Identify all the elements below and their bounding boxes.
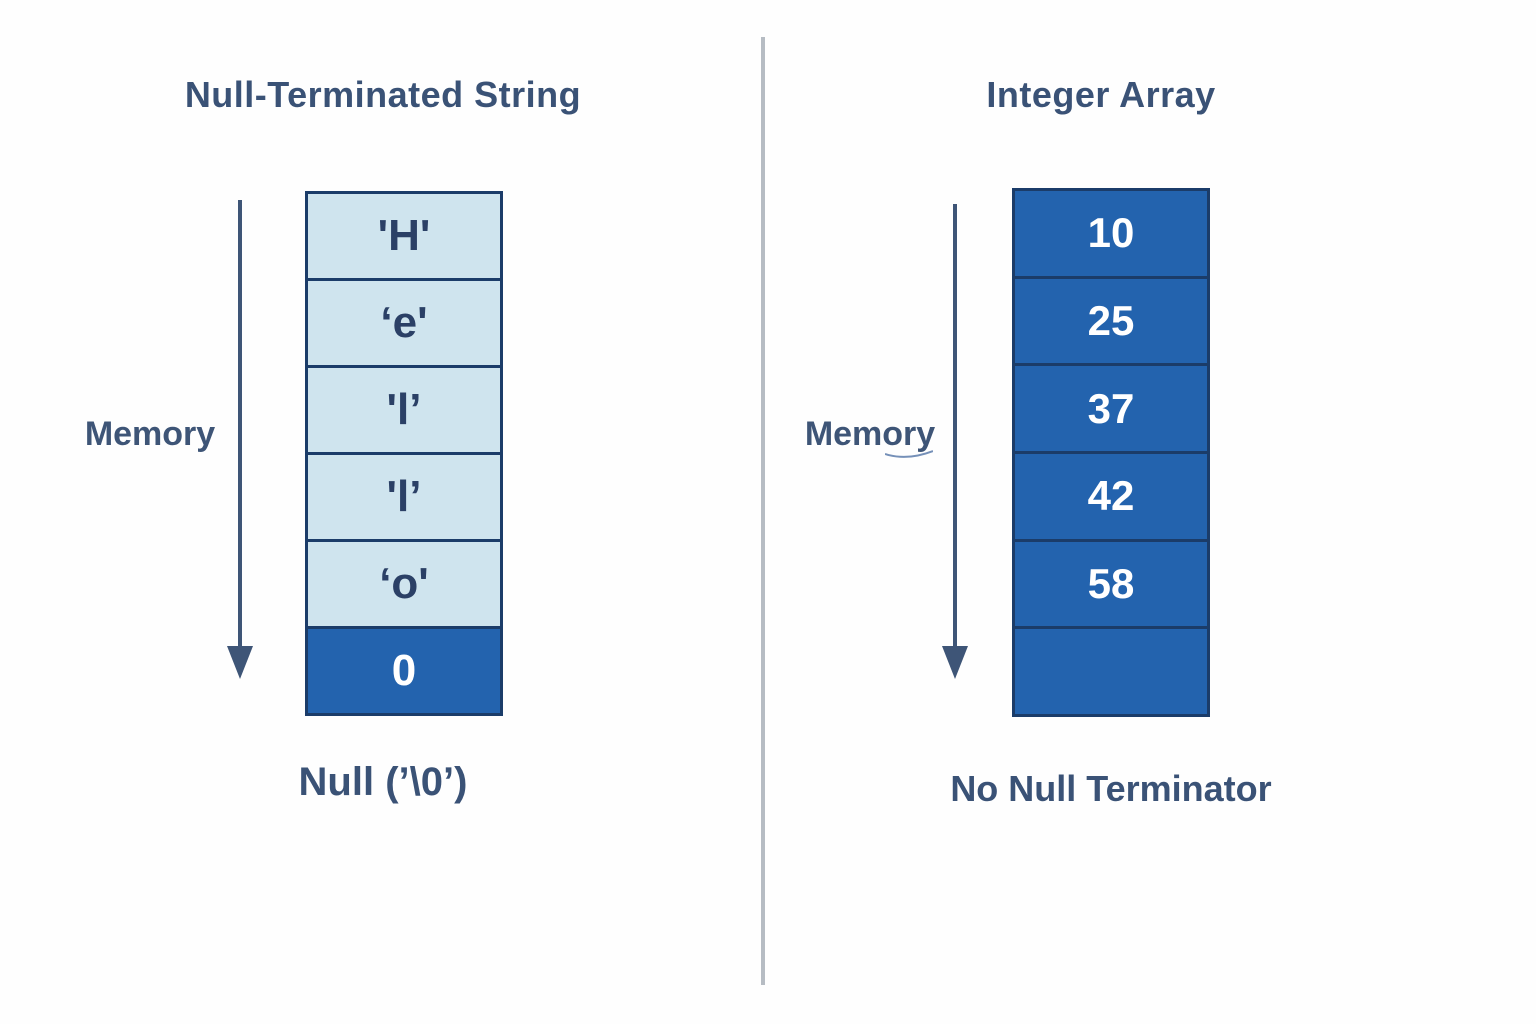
string-cell: 'l’ — [308, 452, 500, 539]
left-caption: Null (’\0’) — [298, 760, 468, 804]
memory-underline-stroke — [885, 450, 933, 458]
integer-memory-column: 10 25 37 42 58 — [1012, 188, 1210, 717]
right-panel-title: Integer Array — [986, 74, 1216, 115]
string-cell: ‘e' — [308, 278, 500, 365]
left-panel-title: Null-Terminated String — [184, 74, 582, 115]
int-cell: 37 — [1015, 363, 1207, 452]
right-memory-label: Memory — [804, 415, 936, 453]
left-memory-label: Memory — [84, 415, 216, 453]
vertical-divider — [761, 37, 765, 985]
int-cell: 42 — [1015, 451, 1207, 539]
null-terminator-cell: 0 — [308, 626, 500, 713]
int-cell-empty — [1015, 626, 1207, 715]
string-memory-column: 'H' ‘e' 'l’ 'l’ ‘o' 0 — [305, 191, 503, 716]
int-cell: 58 — [1015, 538, 1207, 627]
right-memory-down-arrow-icon — [942, 204, 968, 679]
left-memory-down-arrow-icon — [227, 200, 253, 679]
string-cell: 'l’ — [308, 365, 500, 452]
string-cell: ‘o' — [308, 539, 500, 626]
string-cell: 'H' — [308, 194, 500, 278]
int-cell: 10 — [1015, 191, 1207, 276]
right-caption: No Null Terminator — [950, 768, 1272, 809]
int-cell: 25 — [1015, 275, 1207, 364]
